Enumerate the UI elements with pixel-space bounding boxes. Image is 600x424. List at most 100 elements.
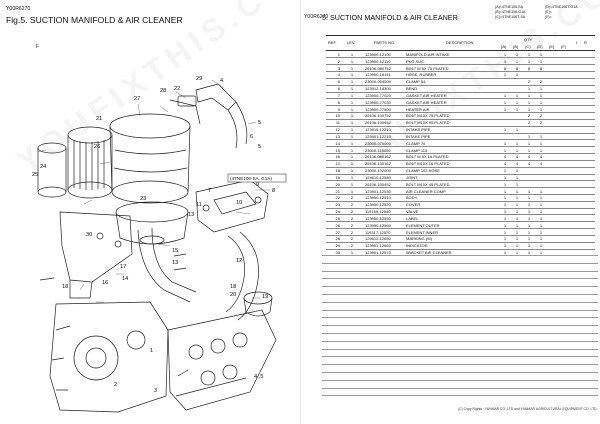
part-qty: 1: [539, 86, 543, 92]
col-ref: REF.: [328, 40, 337, 45]
callout-5b: 5: [258, 144, 261, 150]
part-level: 1: [350, 250, 354, 256]
row-rule: [326, 118, 595, 120]
part-qty: 4: [527, 154, 531, 160]
part-qty: 1: [503, 92, 507, 98]
part-qty: 1: [515, 188, 519, 194]
callout-17: 17: [120, 264, 126, 270]
part-ref: 18: [335, 168, 340, 174]
part-qty: 2: [539, 79, 543, 85]
callout-21: 21: [96, 116, 102, 122]
left-page: Y00R6270 Fig.5. SUCTION MANIFOLD & AIR C…: [6, 6, 287, 413]
part-qty: 1: [539, 222, 543, 228]
part-qty: 1: [515, 92, 519, 98]
part-qty: 4: [515, 161, 519, 167]
part-description: VALVE: [406, 209, 419, 215]
callout-22: 22: [174, 86, 180, 92]
callout-12: 12: [236, 258, 242, 264]
legend-c: (C)=4TNE106T-SA: [495, 15, 526, 19]
callout-29: 29: [196, 76, 202, 82]
part-level: 2: [350, 222, 354, 228]
legend-a: (A)=4TNE106-SA: [495, 5, 524, 9]
part-ref: 3: [337, 65, 340, 71]
part-ref: 13: [335, 133, 340, 139]
part-qty: 1: [539, 58, 543, 64]
part-number: 123901-12660: [365, 243, 391, 249]
row-rule: [326, 146, 595, 148]
model-legend: (A)=4TNE106-SA (B)=4TNE106-G1A (C)=4TNE1…: [495, 5, 595, 35]
row-rule: [326, 77, 595, 79]
part-number: 26106-100162: [365, 161, 391, 167]
part-level: 2: [350, 236, 354, 242]
callout-26: 26: [94, 144, 100, 150]
page-divider: [300, 0, 301, 424]
part-qty: 1: [527, 106, 531, 112]
part-number: 119317-12570: [365, 229, 391, 235]
part-level: 2: [350, 243, 354, 249]
callout-24: 24: [40, 164, 46, 170]
part-qty: 1: [503, 174, 507, 180]
variant-label: (4TNE106-SA, G1A): [230, 176, 272, 181]
part-description: BOLT M10X 16 PLATED: [406, 161, 450, 167]
part-qty: 1: [503, 147, 507, 153]
part-qty: 2: [527, 120, 531, 126]
part-ref: 7: [337, 92, 340, 98]
air-cleaner-cover: [115, 201, 189, 245]
part-level: 2: [350, 215, 354, 221]
row-rule: [326, 200, 595, 202]
intake-pipe: [137, 227, 259, 321]
part-qty: 1: [503, 195, 507, 201]
part-qty: 1: [515, 222, 519, 228]
callout-6: 6: [250, 134, 253, 140]
part-qty: 4: [515, 154, 519, 160]
callout-28: 28: [160, 88, 166, 94]
blank-line: [322, 255, 598, 256]
part-level: 1: [350, 92, 354, 98]
callout-15: 15: [172, 248, 178, 254]
part-qty: 1: [527, 195, 531, 201]
row-rule: [326, 214, 595, 216]
part-qty: 1: [515, 209, 519, 215]
part-ref: 28: [335, 236, 340, 242]
col-i: I: [576, 40, 578, 45]
part-ref: 14: [335, 140, 340, 146]
part-qty: 1: [539, 147, 543, 153]
part-ref: 30: [335, 250, 340, 256]
part-description: BODY: [406, 195, 418, 201]
part-number: 23000-115000: [365, 147, 391, 153]
blank-line: [322, 379, 598, 381]
blank-line: [322, 333, 598, 334]
part-qty: 1: [503, 181, 507, 187]
part-number: 23000-070000: [365, 140, 391, 146]
part-number: 129612-12650: [365, 236, 391, 242]
part-qty: 1: [527, 86, 531, 92]
part-level: 1: [350, 147, 354, 153]
callout-16: 16: [102, 280, 108, 286]
part-qty: 1: [527, 236, 531, 242]
part-description: PKG,SUC.: [406, 58, 426, 64]
part-qty: 1: [539, 188, 543, 194]
part-ref: 2: [337, 58, 340, 64]
part-description: CLAMP 102,HOSE: [406, 168, 440, 174]
part-qty: 1: [539, 229, 543, 235]
right-page: Y00R6270 5. SUCTION MANIFOLD & AIR CLEAN…: [300, 0, 600, 424]
callout-7: 7: [208, 188, 211, 194]
part-qty: 1: [515, 168, 519, 174]
part-number: 123900-18141: [365, 72, 391, 78]
part-description: INTAKE PIPE: [406, 133, 431, 139]
part-qty: 1: [515, 99, 519, 105]
legend-d: (D)=4TNE106T-G1A: [545, 5, 578, 9]
part-level: 1: [350, 161, 354, 167]
part-qty: 1: [539, 133, 543, 139]
part-number: 123915-12210: [365, 127, 391, 133]
part-description: GASKET,AIR HEATER: [406, 99, 447, 105]
